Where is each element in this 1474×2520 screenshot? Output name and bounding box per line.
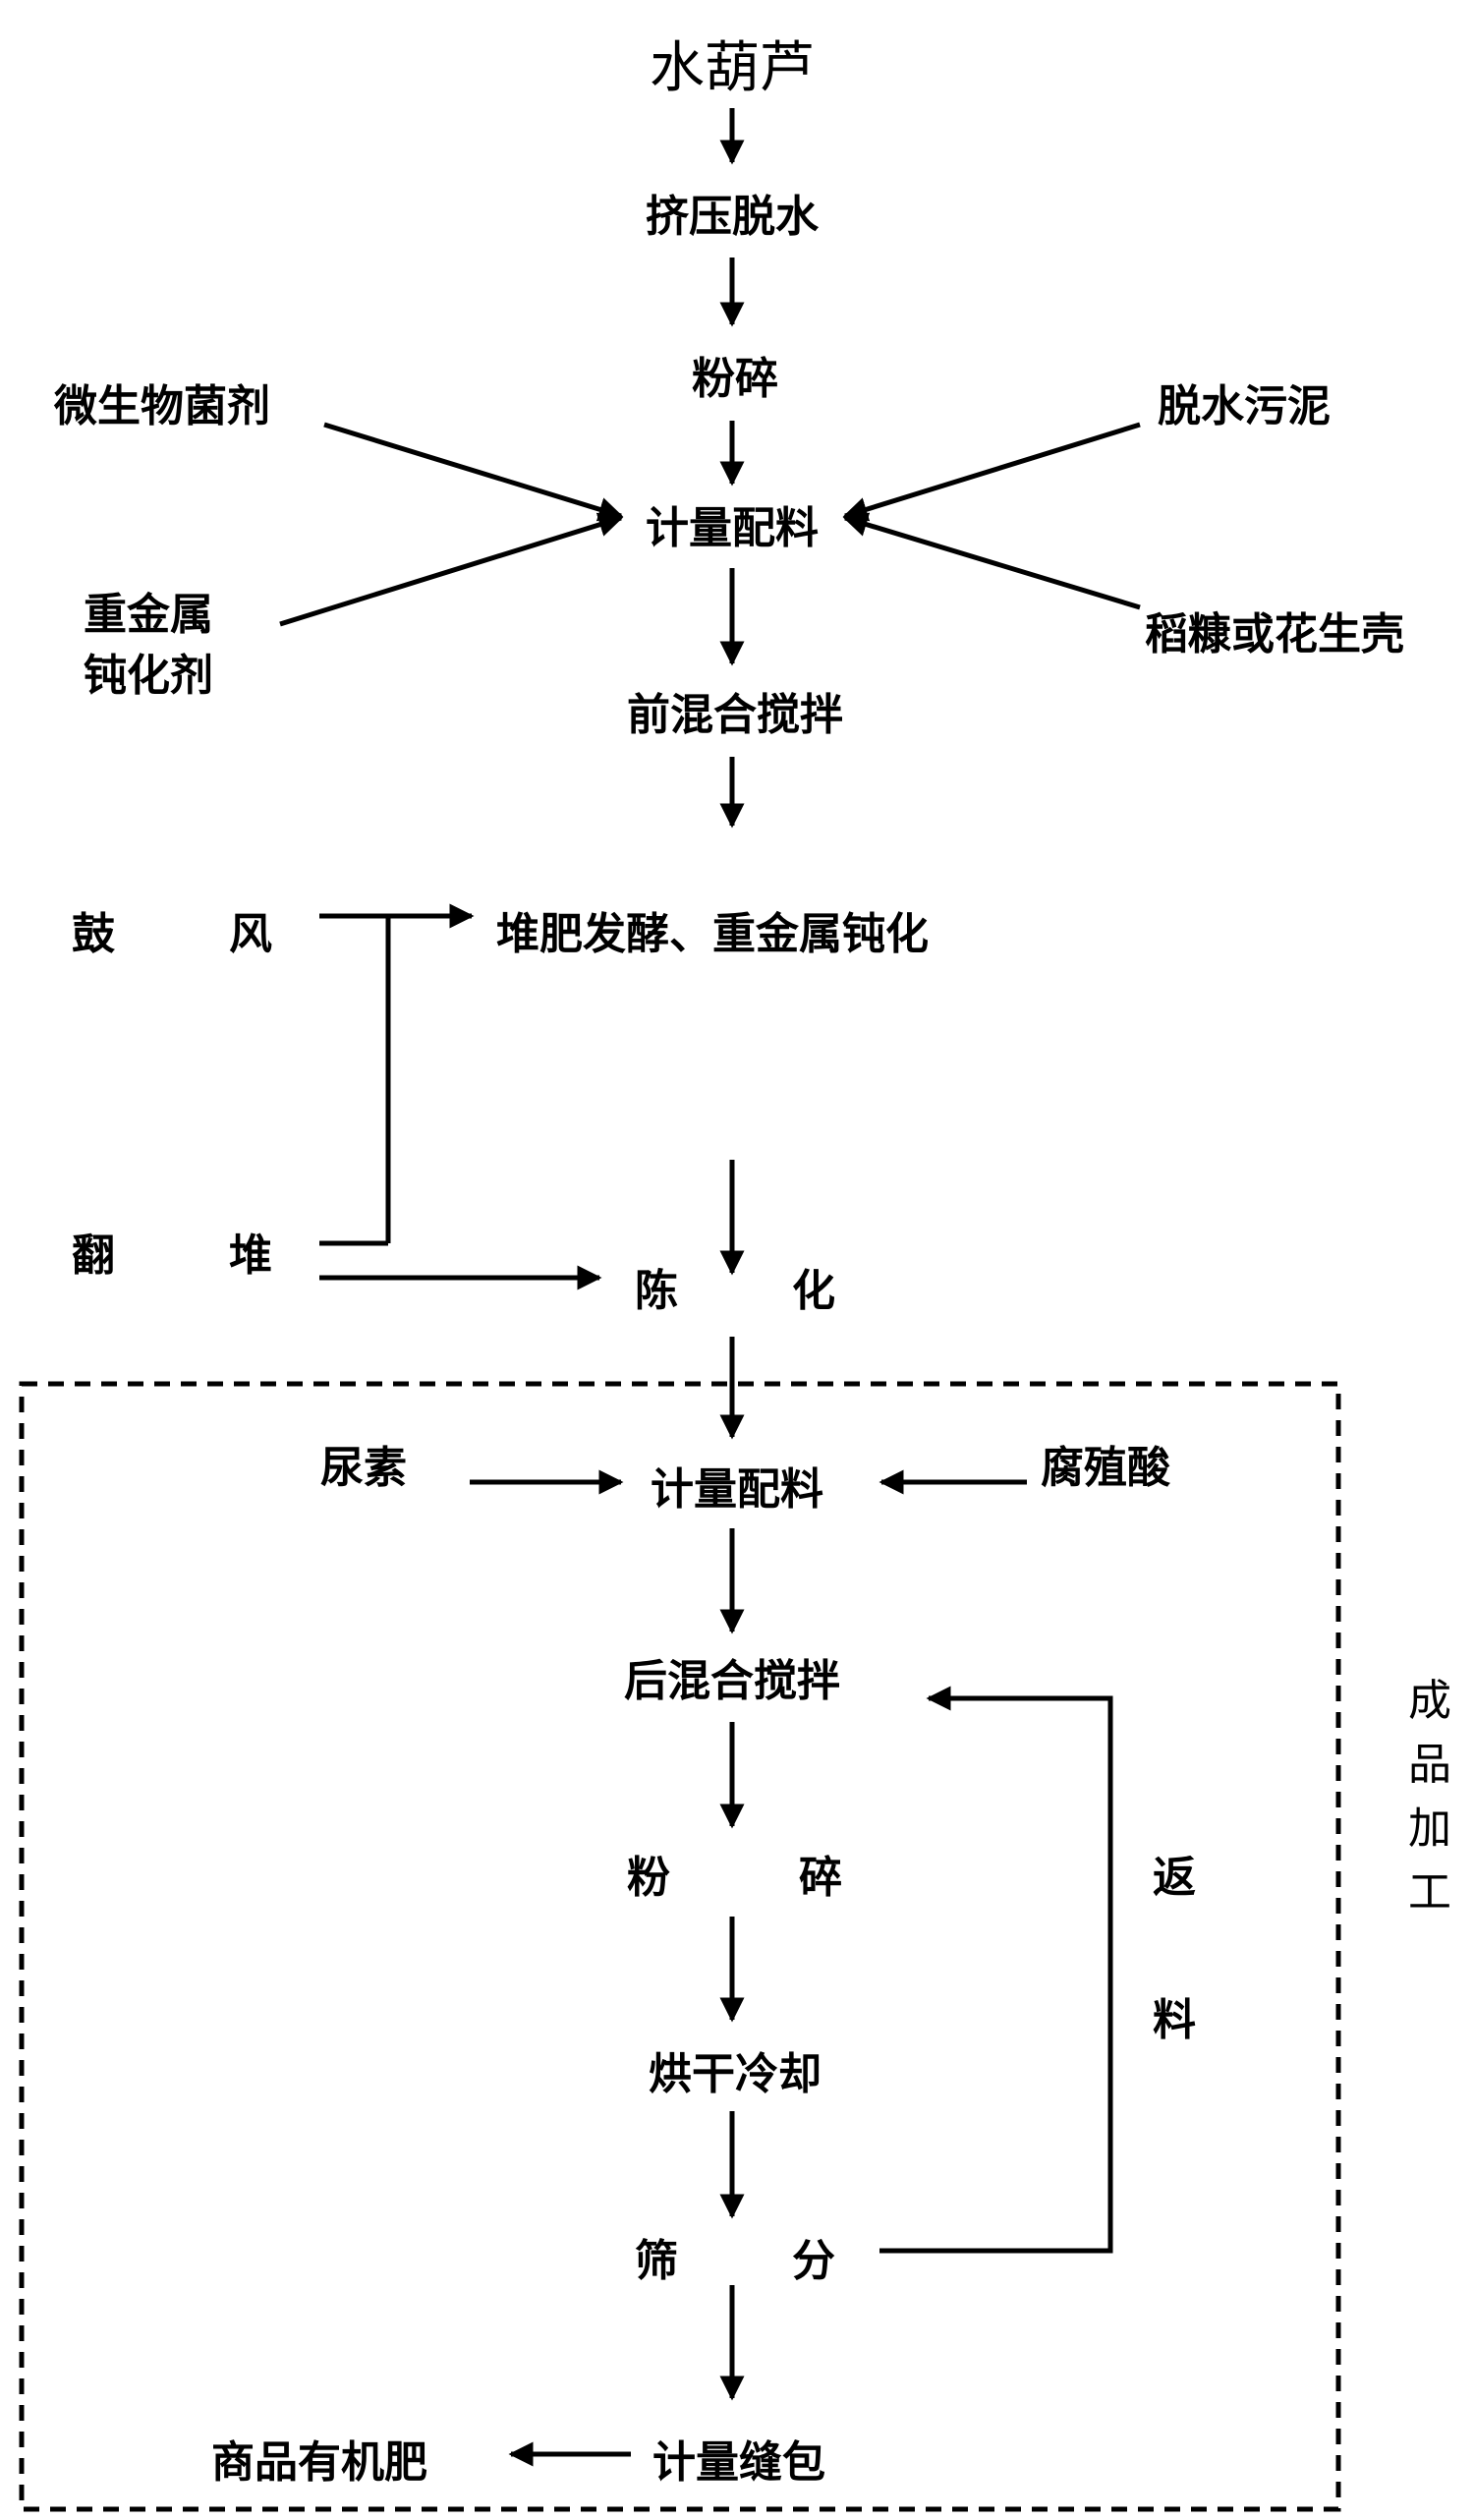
node-blower-char1: 鼓 — [72, 909, 116, 959]
return-loop-line — [879, 1686, 1113, 2254]
node-rice-husk: 稻糠或花生壳 — [1145, 609, 1404, 659]
node-crush: 粉碎 — [692, 354, 778, 404]
node-humic-acid: 腐殖酸 — [1041, 1443, 1171, 1493]
group-label-char1: 成 — [1408, 1676, 1451, 1726]
node-urea: 尿素 — [320, 1443, 407, 1493]
node-metering-1: 计量配料 — [646, 503, 819, 553]
node-turning-char2: 堆 — [229, 1231, 272, 1281]
group-label-char3: 加 — [1408, 1804, 1451, 1854]
node-crush2-char2: 碎 — [799, 1853, 842, 1903]
node-dry-cool: 烘干冷却 — [649, 2049, 822, 2099]
node-blower-char2: 风 — [229, 909, 272, 959]
node-heavy-metal-line2: 钝化剂 — [84, 651, 213, 701]
node-water-hyacinth: 水葫芦 — [650, 36, 815, 100]
node-turning-char1: 翻 — [72, 1231, 115, 1281]
node-crush2-char1: 粉 — [627, 1853, 670, 1903]
arrow-heavymetal-to-metering — [279, 512, 624, 627]
node-return-char1: 返 — [1153, 1853, 1196, 1903]
node-heavy-metal-line1: 重金属 — [84, 590, 213, 640]
node-pack: 计量缝包 — [652, 2437, 825, 2488]
arrow-microbial-to-metering — [323, 422, 624, 522]
product-processing-box — [19, 1381, 1341, 2512]
node-dewatered-sludge: 脱水污泥 — [1158, 381, 1331, 431]
node-compost-fermentation: 堆肥发酵、重金属钝化 — [496, 909, 929, 959]
node-pre-mixing: 前混合搅拌 — [627, 690, 843, 740]
node-screen-char2: 分 — [792, 2236, 835, 2286]
node-metering-2: 计量配料 — [651, 1464, 823, 1515]
arrow-sludge-to-metering — [842, 422, 1141, 522]
node-microbial-agent: 微生物菌剂 — [53, 381, 270, 431]
node-squeeze-dewater: 挤压脱水 — [646, 192, 820, 242]
group-label-char2: 品 — [1408, 1740, 1451, 1790]
node-aging-char2: 化 — [792, 1266, 835, 1316]
node-return-char2: 料 — [1153, 1995, 1196, 2045]
node-aging-char1: 陈 — [635, 1266, 678, 1316]
arrow-husk-to-metering — [842, 512, 1141, 610]
group-label-char4: 工 — [1408, 1867, 1451, 1918]
node-product-fertilizer: 商品有机肥 — [211, 2437, 427, 2488]
node-post-mixing: 后混合搅拌 — [624, 1656, 840, 1706]
node-screen-char1: 筛 — [635, 2236, 678, 2286]
